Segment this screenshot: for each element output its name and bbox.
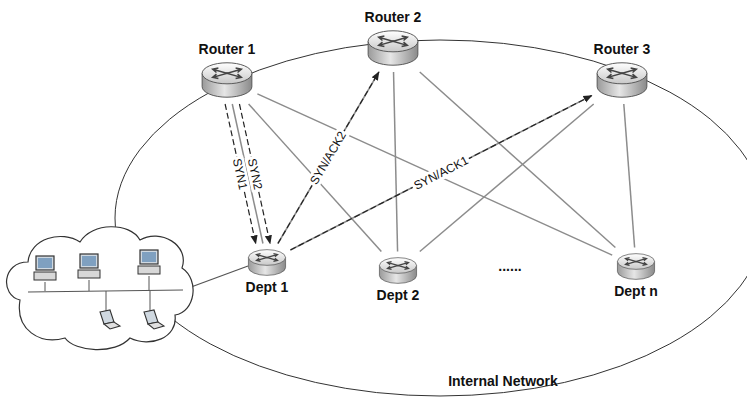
lan-cloud [7,227,248,350]
network-link [249,104,382,252]
network-boundary [115,40,747,396]
router-icon [378,254,418,287]
network-link [290,96,591,250]
network-name: Internal Network [448,373,558,389]
packet-label: SYN/ACK2 [306,127,350,189]
node-label: Dept 1 [246,279,289,296]
computers [34,250,164,329]
drawing-part [142,252,156,262]
router-top [368,31,418,52]
router-top [379,257,416,273]
node-label: Router 3 [594,41,651,58]
network-link [394,72,398,252]
network-link [257,94,612,255]
drawing-part [38,258,52,268]
node-label: Router 2 [365,9,422,26]
dept-router-node: Dept 2 [375,252,422,306]
router-top [202,63,252,84]
desktop-computer [138,250,160,291]
router-icon [616,250,656,283]
drawing-part [106,291,107,312]
router-arrows [625,257,646,265]
drawing-part [78,270,100,278]
network-link [278,72,379,244]
cloud-outline [7,227,194,350]
network-link [624,104,635,248]
drawing-part [36,256,54,270]
router-icon [595,58,649,102]
drawing-part [138,266,160,274]
router-arrows [387,261,408,269]
drawing-part [150,291,151,312]
drawing-part [140,250,158,264]
packet-arrow [290,96,591,250]
node-label: Router 1 [199,41,256,58]
desktop-computer [34,256,56,291]
router-arrows [213,68,242,79]
router-top [248,249,285,265]
router-icon [200,58,254,102]
router-node: Router 2 [363,7,424,72]
router-top [597,63,647,84]
laptop-computer [100,291,120,329]
drawing-part [82,256,96,266]
router-arrows [379,36,408,47]
router-icon [366,26,420,70]
router-node: Router 3 [592,39,653,104]
packet-arrow [278,72,379,244]
router-top [617,253,654,269]
drawing-part [104,322,120,329]
node-label: Dept n [614,283,658,300]
drawing-part [45,282,46,291]
desktop-computer [78,254,100,291]
router-arrows [608,68,637,79]
drawing-part [34,272,56,280]
drawing-part [80,254,98,268]
router-icon [247,246,287,279]
ellipsis-mark: ...... [498,258,521,274]
dept-router-node: Dept 1 [244,244,291,298]
drawing-part [149,276,150,291]
router-node: Router 1 [197,39,258,104]
laptop-computer [144,291,164,329]
router-arrows [256,253,277,261]
dept-router-node: Dept n [612,248,660,302]
node-label: Dept 2 [377,287,420,304]
drawing-part [148,322,164,329]
drawing-part [89,280,90,291]
